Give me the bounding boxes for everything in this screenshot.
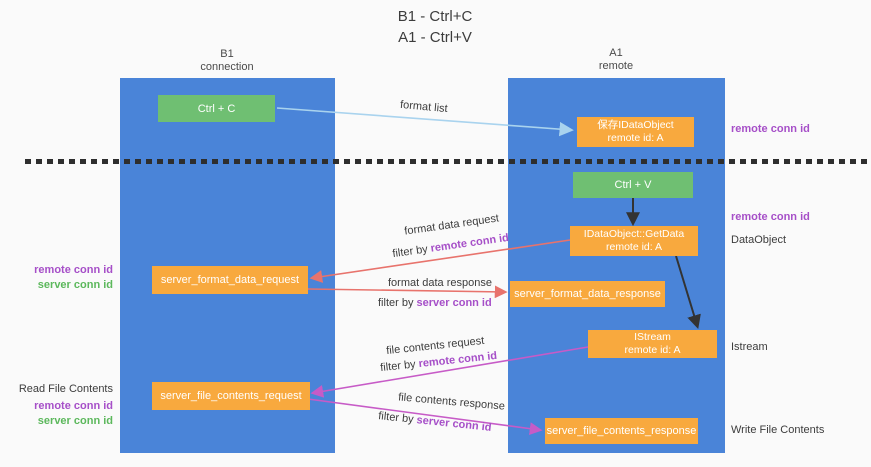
label-format-list: format list xyxy=(399,98,449,116)
label-format-data-response: format data response xyxy=(388,277,492,289)
server-format-data-request-label: server_format_data_request xyxy=(160,274,300,286)
filter-by-text: filter by xyxy=(379,358,420,375)
label-format-data-request: format data request xyxy=(403,212,500,238)
left-column-name: B1 xyxy=(220,48,234,60)
istream-line2: remote id: A xyxy=(624,344,681,356)
phase-separator-dashed-line xyxy=(25,159,871,164)
ctrl-c-label: Ctrl + C xyxy=(197,102,236,115)
server-file-contents-request-label: server_file_contents_request xyxy=(160,390,302,402)
remote-conn-id-text: remote conn id xyxy=(429,231,510,255)
left-remote-conn-id-top: remote conn id xyxy=(34,264,113,276)
saved-idataobject-line2: remote id: A xyxy=(607,132,664,144)
arrow-format-data-response xyxy=(307,285,508,299)
right-istream-label: Istream xyxy=(731,341,768,353)
left-server-conn-id-bottom: server conn id xyxy=(37,415,113,427)
server-file-contents-response-label: server_file_contents_response xyxy=(546,425,697,437)
label-file-contents-response: file contents response xyxy=(397,391,506,413)
right-dataobject-label: DataObject xyxy=(731,234,787,246)
server-format-data-request-box: server_format_data_request xyxy=(152,266,308,294)
diagram-title: B1 - Ctrl+C A1 - Ctrl+V xyxy=(300,6,570,48)
ctrl-v-box: Ctrl + V xyxy=(573,172,693,198)
getdata-line1: IDataObject::GetData xyxy=(583,228,685,240)
server-format-data-response-box: server_format_data_response xyxy=(510,281,665,307)
saved-idataobject-line1: 保存IDataObject xyxy=(597,119,674,131)
idataobject-getdata-box: IDataObject::GetData remote id: A xyxy=(570,226,698,256)
server-file-contents-response-box: server_file_contents_response xyxy=(545,418,698,444)
left-server-conn-id-top: server conn id xyxy=(37,279,113,291)
server-format-data-response-label: server_format_data_response xyxy=(514,288,661,300)
label-filter-by-server-conn-id-2: filter by server conn id xyxy=(378,410,492,434)
filter-by-text: filter by xyxy=(378,297,417,309)
title-line-2: A1 - Ctrl+V xyxy=(398,29,472,46)
server-conn-id-text: server conn id xyxy=(416,297,492,309)
saved-idataobject-box: 保存IDataObject remote id: A xyxy=(577,117,694,147)
right-column-role: remote xyxy=(598,60,634,72)
title-line-1: B1 - Ctrl+C xyxy=(397,8,473,25)
label-filter-by-server-conn-id-1: filter by server conn id xyxy=(378,297,492,309)
filter-by-text: filter by xyxy=(391,242,432,261)
server-file-contents-request-box: server_file_contents_request xyxy=(152,382,310,410)
getdata-line2: remote id: A xyxy=(605,241,663,253)
ctrl-c-box: Ctrl + C xyxy=(158,95,275,122)
filter-by-text: filter by xyxy=(377,410,418,427)
right-write-file-contents: Write File Contents xyxy=(731,424,825,436)
right-remote-conn-id-top: remote conn id xyxy=(731,123,810,135)
right-column-header: A1 remote xyxy=(541,47,691,73)
left-column-role: connection xyxy=(200,61,254,73)
ctrl-v-label: Ctrl + V xyxy=(614,179,652,191)
istream-box: IStream remote id: A xyxy=(588,330,717,358)
left-read-file-contents: Read File Contents xyxy=(18,383,113,395)
right-remote-conn-id-mid: remote conn id xyxy=(731,211,810,223)
istream-line1: IStream xyxy=(634,331,671,343)
right-column-name: A1 xyxy=(609,47,623,59)
server-conn-id-text: server conn id xyxy=(415,414,493,434)
remote-conn-id-text: remote conn id xyxy=(417,349,498,371)
left-column-header: B1 connection xyxy=(152,48,302,74)
left-remote-conn-id-bottom: remote conn id xyxy=(34,400,113,412)
